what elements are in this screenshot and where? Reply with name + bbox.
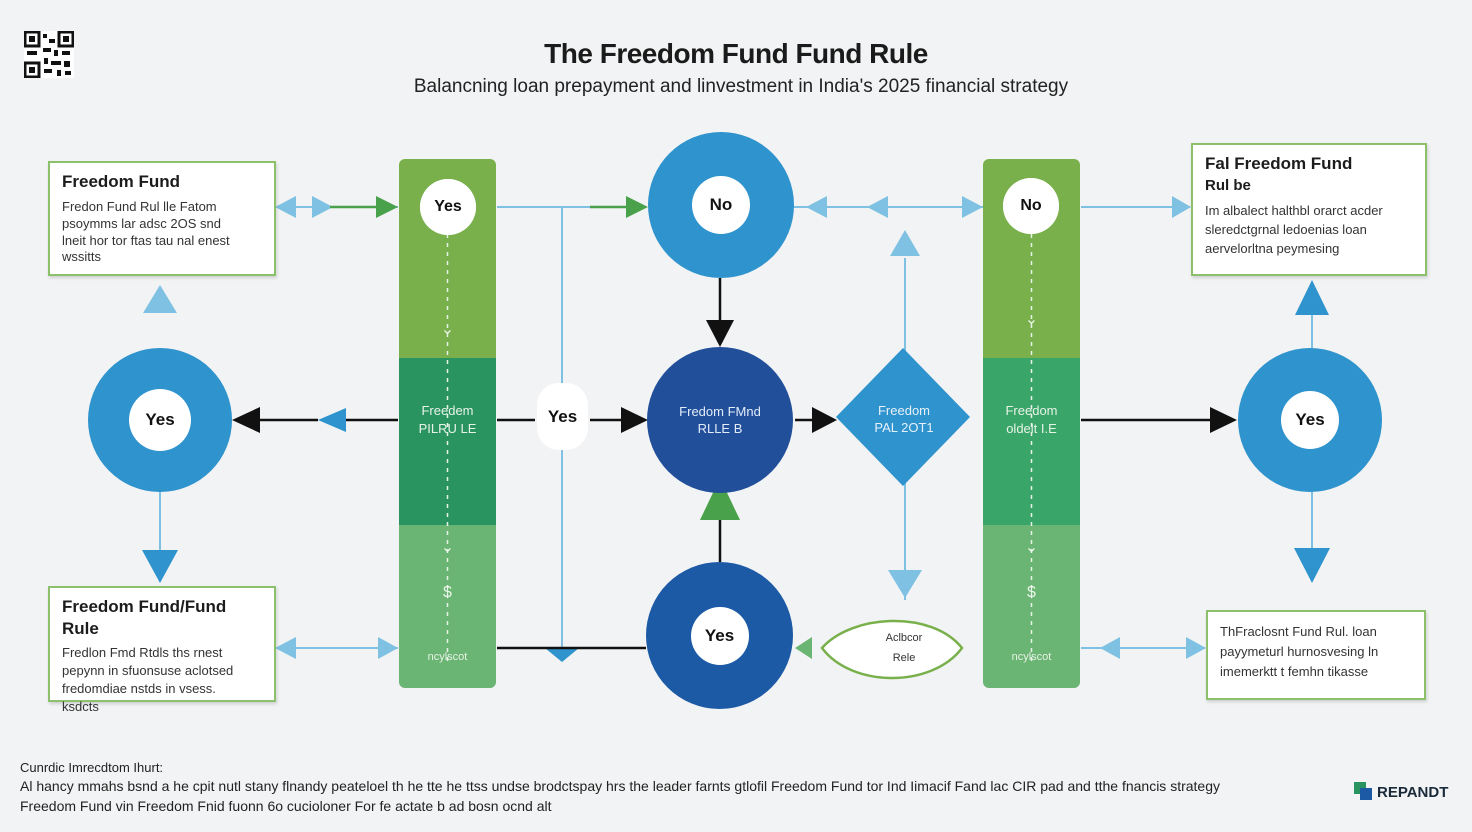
box-line: payymeturl hurnosvesing ln <box>1220 644 1379 659</box>
chevron-down-icon: ⌄ <box>440 539 455 556</box>
leaf-label-line: Aclbcor <box>885 632 923 644</box>
yes-circle-bottom: Yes <box>646 562 793 709</box>
yes-circle-right: Yes <box>1238 348 1382 492</box>
column-caption: ncylscot <box>427 651 468 663</box>
freedom-fund-rule-center: Fredom FMnd RLLE B <box>647 347 793 493</box>
blue-arrowheads <box>142 280 1330 662</box>
page-subtitle: Balancning loan prepayment and linvestme… <box>413 76 1069 97</box>
box-line: ThFraclosnt Fund Rul. loan <box>1220 624 1377 639</box>
column-label: Freedem <box>421 403 474 418</box>
box-line: wssitts <box>62 249 101 264</box>
footer-line-2: Freedom Fund vin Freedom Fnid fuonn 6o c… <box>20 798 552 814</box>
freedom-fund-rule-info-box: Fal Freedom Fund Rul be Im albalect halt… <box>1191 143 1427 276</box>
leaf-label: Aclbcor Rele <box>850 628 958 668</box>
yes-node: Yes <box>420 179 476 235</box>
chevron-down-icon: ⌄ <box>440 321 455 338</box>
box-line: Fredon Fund Rul lle Fatom <box>62 199 217 214</box>
diamond-label: Freedom PAL 2OT1 <box>858 402 950 436</box>
no-node: No <box>1003 178 1059 234</box>
column-label: PILRU LE <box>418 421 477 436</box>
qr-code-icon <box>23 30 75 79</box>
light-arrowheads <box>143 196 1206 659</box>
leaf-node <box>820 619 964 680</box>
footer-label: Cunrdic Imrecdtom Ihurt: <box>20 760 164 775</box>
left-decision-column: Yes ⌄ Freedem PILRU LE ⌄ $ ncylscot <box>399 159 496 688</box>
box-line: sleredctgrnal ledoenias loan <box>1205 222 1367 237</box>
leaf-label-line: Rele <box>892 652 916 664</box>
freedom-fund-fund-rule-box: Freedom Fund/Fund Rule Fredlon Fmd Rtdls… <box>48 586 276 714</box>
box-line: imemerktt t femhn tikasse <box>1220 664 1369 679</box>
box-title-line2: Rul be <box>1205 177 1251 194</box>
page-title: The Freedom Fund Fund Rule <box>544 38 928 69</box>
footer-line-1: Al hancy mmahs bsnd a he cpit nutl stany… <box>20 778 1220 794</box>
logo-text: REPANDT <box>1377 783 1449 801</box>
diamond-label-line: Freedom <box>877 403 931 418</box>
diamond-label-line: PAL 2OT1 <box>874 420 934 435</box>
box-title-line1: Fal Freedom Fund <box>1205 154 1353 173</box>
center-label-line: Fredom FMnd <box>679 404 761 419</box>
center-label-line: RLLE B <box>697 421 743 436</box>
column-label: oldelt I.E <box>1006 421 1057 436</box>
yes-circle-left: Yes <box>88 348 232 492</box>
main-flow-lines <box>236 278 1210 650</box>
freedom-fund-info-box: Freedom Fund Fredon Fund Rul lle Fatom p… <box>48 161 276 276</box>
box-line: lneit hor tor ftas tau nal enest <box>62 233 230 248</box>
chevron-down-icon: ⌄ <box>1024 311 1039 328</box>
box-line: psoymms lar adsc 2OS snd <box>62 216 221 231</box>
box-line: aervelorltna peymesing <box>1205 241 1340 256</box>
box-line: ksdcts <box>62 699 99 714</box>
brand-logo: REPANDT <box>1354 782 1448 802</box>
loan-prepayment-info-box: ThFraclosnt Fund Rul. loan payymeturl hu… <box>1206 610 1426 700</box>
box-line: Fredlon Fmd Rtdls ths rnest <box>62 645 223 660</box>
box-line: Im albalect halthbl orarct acder <box>1205 203 1383 218</box>
box-title: Freedom Fund <box>62 172 181 191</box>
yes-pill: Yes <box>537 383 588 450</box>
dollar-icon: $ <box>1027 584 1036 601</box>
dollar-icon: $ <box>443 584 452 601</box>
chevron-down-icon: ⌄ <box>1024 539 1039 556</box>
column-caption: ncylscot <box>1011 651 1052 663</box>
box-line: pepynn in sfuonsuse aclotsed <box>62 663 234 678</box>
box-title: Freedom Fund/Fund Rule <box>62 597 227 638</box>
logo-mark-icon <box>1354 782 1372 800</box>
no-circle-top: No <box>648 132 794 278</box>
right-decision-column: No ⌄ Freedom oldelt I.E ⌄ $ ncylscot <box>983 159 1080 688</box>
decision-diamond <box>836 348 970 486</box>
box-line: fredomdiae nstds in vsess. <box>62 681 216 696</box>
column-label: Freedom <box>1005 403 1058 418</box>
